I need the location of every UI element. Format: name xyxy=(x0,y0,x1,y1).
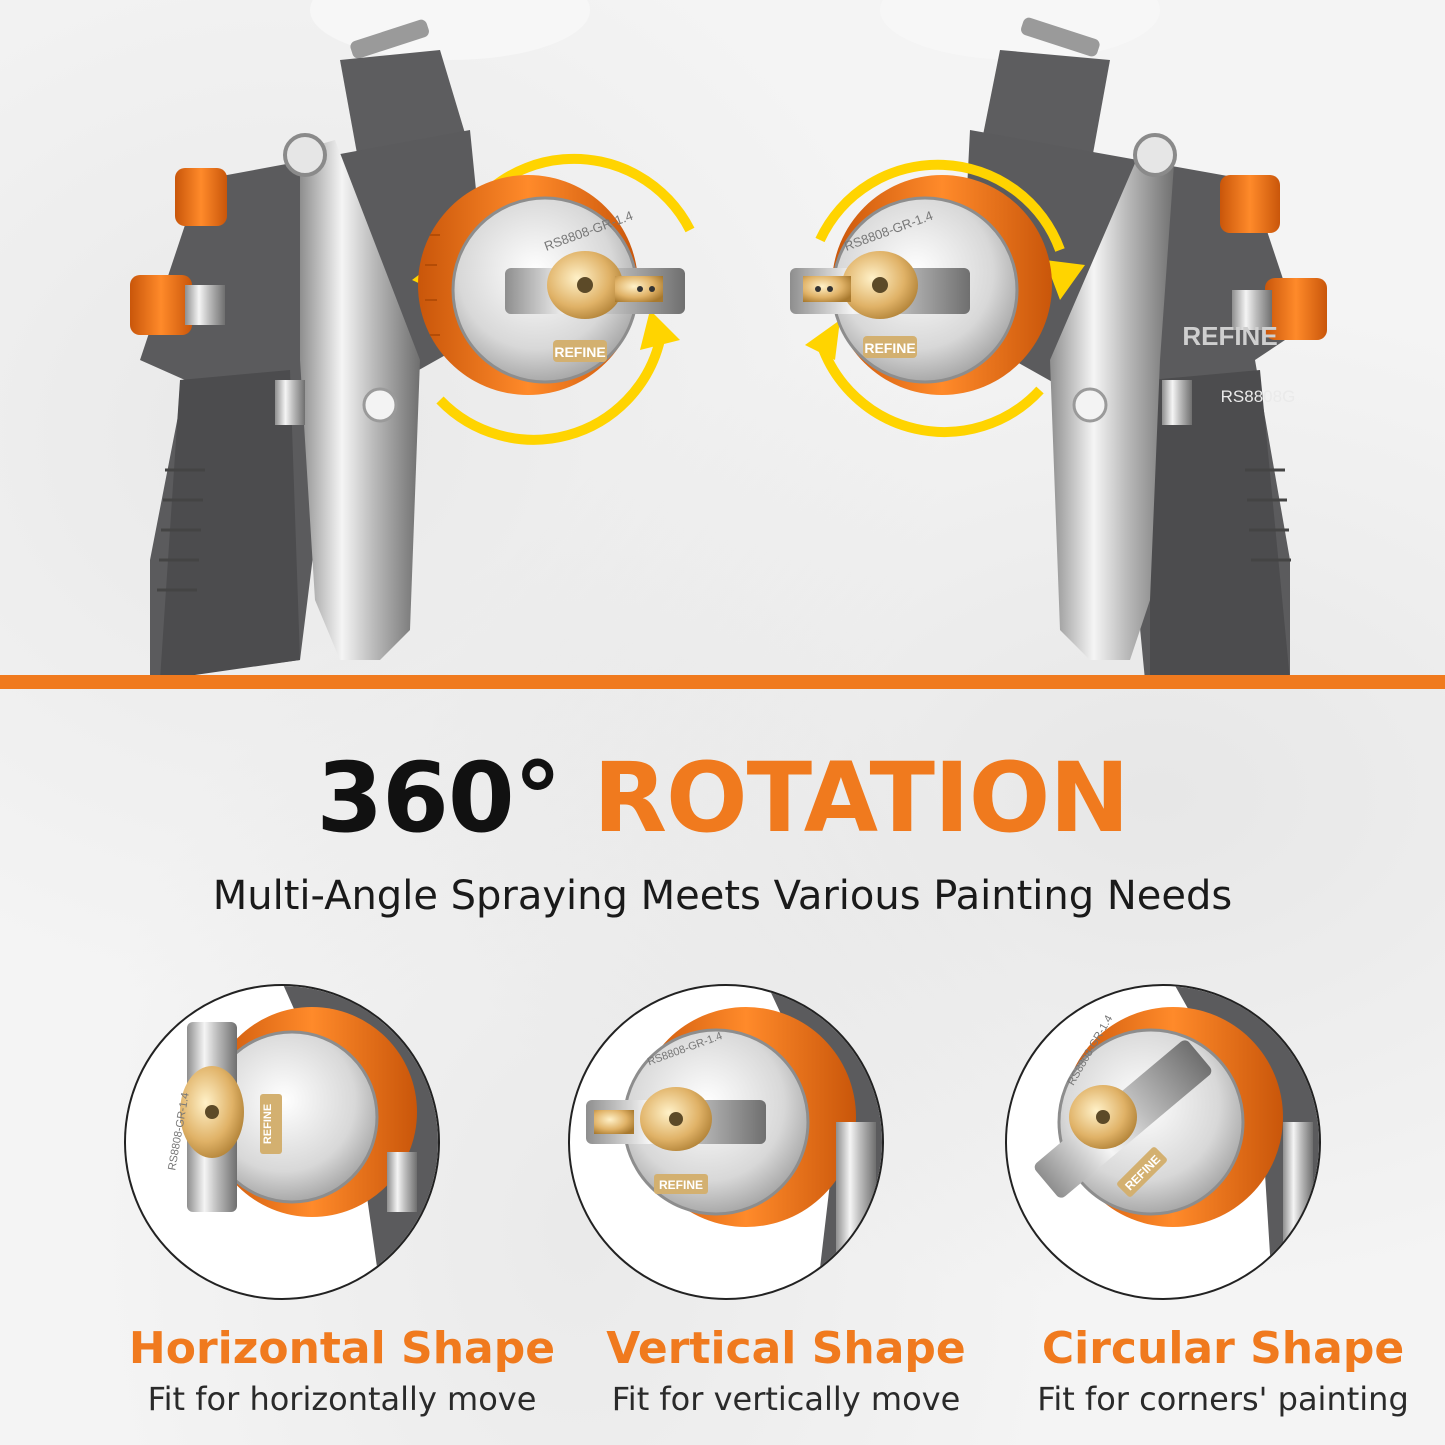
vertical-shape-title: Vertical Shape xyxy=(606,1323,966,1374)
left-cap-brand: REFINE xyxy=(554,344,605,360)
spray-guns-photo: RS8808-GR-1.4 REFINE REFINE RS8808G xyxy=(130,0,1327,680)
orange-divider xyxy=(0,675,1445,689)
headline-number: 360° xyxy=(316,742,561,854)
circular-shape-image: RS8808-GR-1.4 REFINE xyxy=(1005,984,1321,1300)
horizontal-shape-image: RS8808-GR-1.4 REFINE xyxy=(124,984,440,1300)
subheadline: Multi-Angle Spraying Meets Various Paint… xyxy=(212,873,1233,919)
right-body-brand: REFINE xyxy=(1182,321,1277,351)
circular-shape-desc: Fit for corners' painting xyxy=(1037,1380,1409,1418)
right-cap-brand: REFINE xyxy=(864,340,915,356)
horizontal-shape-title: Horizontal Shape xyxy=(128,1323,556,1374)
vertical-shape-desc: Fit for vertically move xyxy=(611,1380,961,1418)
headline: 360° ROTATION xyxy=(0,738,1445,858)
horizontal-shape-desc: Fit for horizontally move xyxy=(147,1380,537,1418)
right-model-text: RS8808G xyxy=(1221,387,1296,406)
circular-shape-title: Circular Shape xyxy=(1041,1323,1405,1374)
right-spray-gun: REFINE RS8808G RS8808-GR-1.4 REFINE xyxy=(790,0,1327,680)
vertical-cap-brand: REFINE xyxy=(659,1178,703,1192)
left-spray-gun: RS8808-GR-1.4 REFINE xyxy=(130,0,695,680)
horizontal-cap-brand: REFINE xyxy=(262,1104,274,1144)
vertical-shape-image: RS8808-GR-1.4 REFINE xyxy=(568,984,884,1300)
headline-word: ROTATION xyxy=(593,742,1130,854)
